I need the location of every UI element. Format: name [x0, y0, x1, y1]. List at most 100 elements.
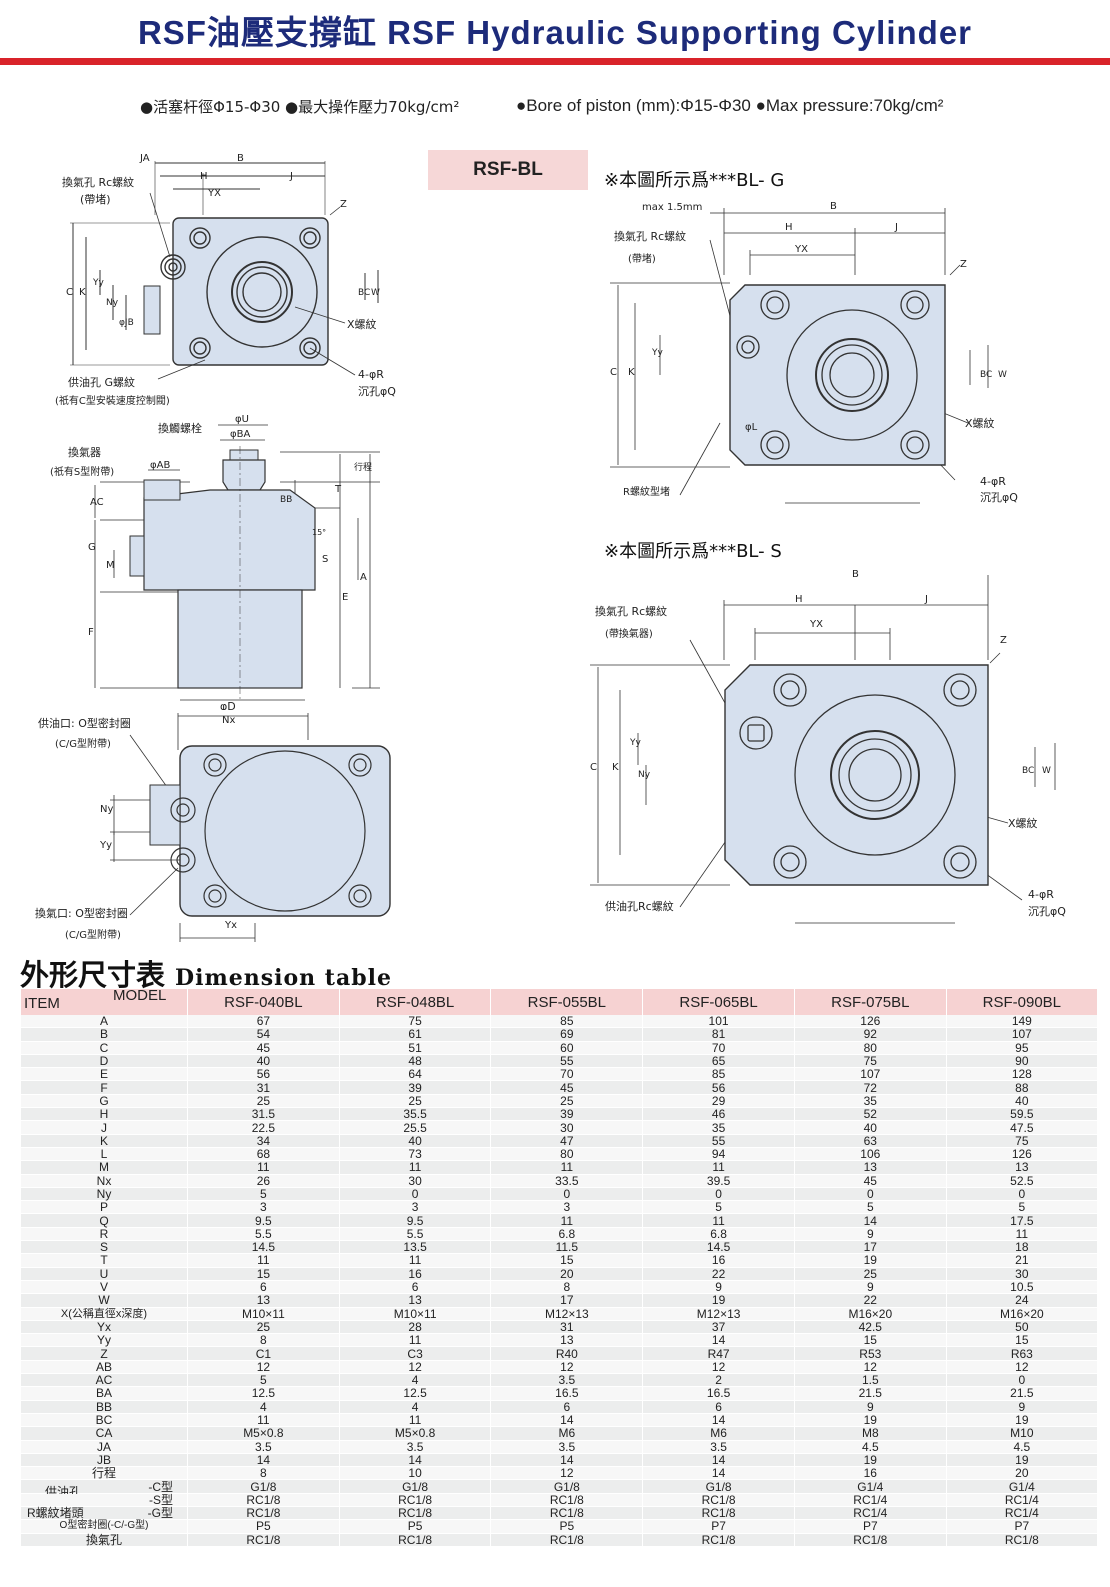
svg-text:(祇有S型附帶): (祇有S型附帶)	[50, 465, 114, 478]
table-cell: RC1/8	[338, 1506, 491, 1521]
table-cell: RC1/8	[187, 1493, 340, 1507]
table-cell: 9	[642, 1280, 795, 1295]
table-cell: 8	[490, 1280, 643, 1295]
svg-text:R螺紋型堵: R螺紋型堵	[623, 485, 670, 498]
table-cell: 126	[945, 1147, 1097, 1162]
table-cell: 42.5	[793, 1320, 947, 1335]
row-item-label: U	[20, 1267, 188, 1281]
table-cell: 22	[793, 1293, 947, 1308]
table-cell: 12	[490, 1360, 643, 1375]
row-item-label: E	[20, 1067, 188, 1082]
table-cell: RC1/8	[490, 1493, 643, 1507]
table-cell: 5.5	[338, 1227, 491, 1242]
table-cell: P5	[338, 1519, 491, 1534]
row-item-label: D	[20, 1054, 188, 1069]
svg-text:X螺紋: X螺紋	[965, 416, 995, 430]
table-cell: 9.5	[338, 1213, 491, 1228]
row-item-label: M	[20, 1160, 188, 1175]
table-cell: P7	[642, 1519, 795, 1534]
table-cell: RC1/8	[642, 1493, 795, 1507]
table-cell: 11	[338, 1253, 491, 1268]
table-cell: 11	[338, 1160, 491, 1175]
svg-text:Ny: Ny	[106, 298, 119, 308]
svg-text:B: B	[830, 201, 837, 212]
svg-text:Yy: Yy	[629, 738, 641, 748]
row-item-label: S	[20, 1240, 188, 1255]
table-cell: 126	[793, 1015, 947, 1029]
table-cell: 11	[338, 1413, 491, 1428]
table-cell: 40	[945, 1094, 1097, 1109]
table-cell: 56	[642, 1080, 795, 1095]
table-cell: R40	[490, 1346, 643, 1361]
table-cell: 95	[945, 1041, 1097, 1055]
table-cell: 17	[490, 1293, 643, 1308]
row-item-label: A	[20, 1015, 188, 1029]
table-cell: 18	[945, 1240, 1097, 1255]
table-cell: 17.5	[945, 1213, 1097, 1228]
row-item-label: 行程	[20, 1466, 188, 1481]
svg-text:4-φR: 4-φR	[358, 368, 384, 381]
model-header: RSF-048BL	[338, 989, 491, 1015]
svg-text:Ny: Ny	[100, 804, 113, 815]
table-cell: 25	[793, 1267, 947, 1281]
svg-text:H: H	[200, 171, 208, 182]
row-subitem-label: -C型供油孔	[20, 1479, 188, 1498]
row-item-label: X(公稱直徑x深度)	[20, 1307, 188, 1321]
svg-text:Yy: Yy	[99, 840, 112, 851]
table-cell: 0	[642, 1187, 795, 1202]
table-cell: 13	[187, 1293, 340, 1308]
svg-text:A: A	[360, 572, 367, 583]
table-cell: 67	[187, 1015, 340, 1029]
table-cell: 12	[793, 1360, 947, 1375]
table-cell: 94	[642, 1147, 795, 1162]
svg-text:4-φR: 4-φR	[980, 475, 1006, 488]
svg-text:YX: YX	[794, 244, 808, 255]
model-header: RSF-040BL	[187, 989, 340, 1015]
table-cell: 5	[642, 1200, 795, 1215]
row-item-label: G	[20, 1094, 188, 1109]
table-cell: G1/4	[945, 1479, 1097, 1494]
table-cell: 3	[338, 1200, 491, 1215]
table-cell: 101	[642, 1015, 795, 1029]
table-cell: 31	[187, 1080, 340, 1095]
table-cell: 14	[642, 1466, 795, 1481]
svg-text:YX: YX	[207, 188, 221, 199]
table-cell: 16	[793, 1466, 947, 1481]
svg-text:BC: BC	[358, 288, 370, 298]
table-cell: 12	[945, 1360, 1097, 1375]
table-cell: 48	[338, 1054, 491, 1069]
drawing-side-view: 換觸螺栓 φU φBA 換氣器 (祇有S型附帶) φAB AC BB T 行程 …	[50, 414, 380, 710]
table-cell: RC1/8	[490, 1506, 643, 1521]
table-cell: 11	[187, 1253, 340, 1268]
table-cell: RC1/8	[187, 1506, 340, 1521]
table-cell: 3.5	[490, 1440, 643, 1454]
table-cell: 8	[187, 1466, 340, 1481]
table-cell: 5	[187, 1373, 340, 1388]
table-cell: 5	[187, 1187, 340, 1202]
table-cell: 40	[793, 1120, 947, 1135]
table-cell: P5	[187, 1519, 340, 1534]
table-cell: 21	[945, 1253, 1097, 1268]
table-cell: 63	[793, 1134, 947, 1148]
model-label: RSF-BL	[428, 150, 588, 190]
svg-text:行程: 行程	[354, 461, 372, 473]
row-item-label: Ny	[20, 1187, 188, 1202]
svg-text:Nx: Nx	[222, 715, 235, 726]
table-cell: 4.5	[793, 1440, 947, 1454]
label-vent-hole-g: 換氣孔 Rc螺紋	[614, 229, 686, 243]
table-cell: M12×13	[642, 1307, 795, 1321]
table-cell: 13	[338, 1293, 491, 1308]
table-cell: 9	[793, 1280, 947, 1295]
table-cell: 75	[338, 1015, 491, 1029]
table-cell: 90	[945, 1054, 1097, 1069]
svg-text:W: W	[1042, 766, 1051, 776]
